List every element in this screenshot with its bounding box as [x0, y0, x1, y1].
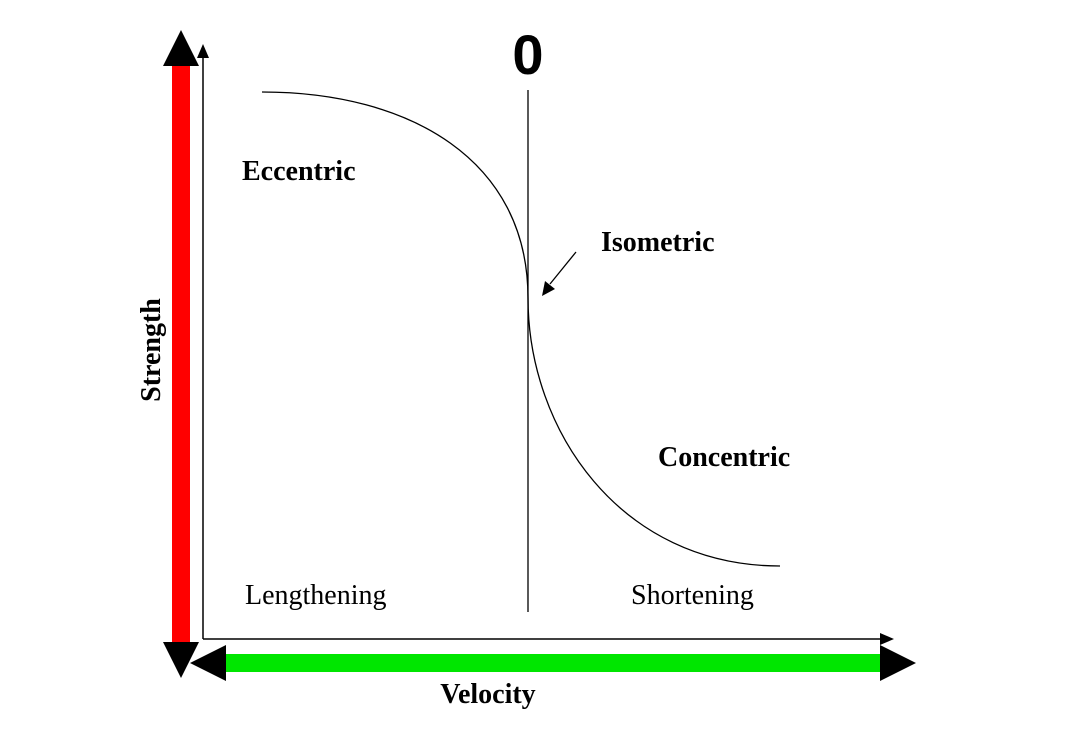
eccentric-label: Eccentric: [242, 156, 356, 187]
plot-y-axis-arrowhead: [197, 44, 209, 58]
velocity-axis-label: Velocity: [440, 679, 535, 710]
isometric-pointer-arrow: [549, 251, 577, 285]
strength-axis-label: Strength: [136, 298, 167, 402]
plot-x-axis-arrowhead: [880, 633, 894, 645]
strength-arrow-top-head: [163, 30, 199, 66]
concentric-label: Concentric: [658, 442, 790, 473]
velocity-arrow-bar: [222, 654, 884, 672]
lengthening-label: Lengthening: [245, 580, 387, 611]
velocity-arrow-left-head: [190, 645, 226, 681]
isometric-label: Isometric: [601, 227, 715, 258]
zero-label: 0: [512, 23, 543, 86]
force-velocity-curve: [261, 91, 781, 567]
strength-arrow-bar: [172, 62, 190, 646]
isometric-pointer-arrowhead: [542, 281, 555, 296]
shortening-label: Shortening: [631, 580, 754, 611]
velocity-arrow-right-head: [880, 645, 916, 681]
strength-arrow-bottom-head: [163, 642, 199, 678]
